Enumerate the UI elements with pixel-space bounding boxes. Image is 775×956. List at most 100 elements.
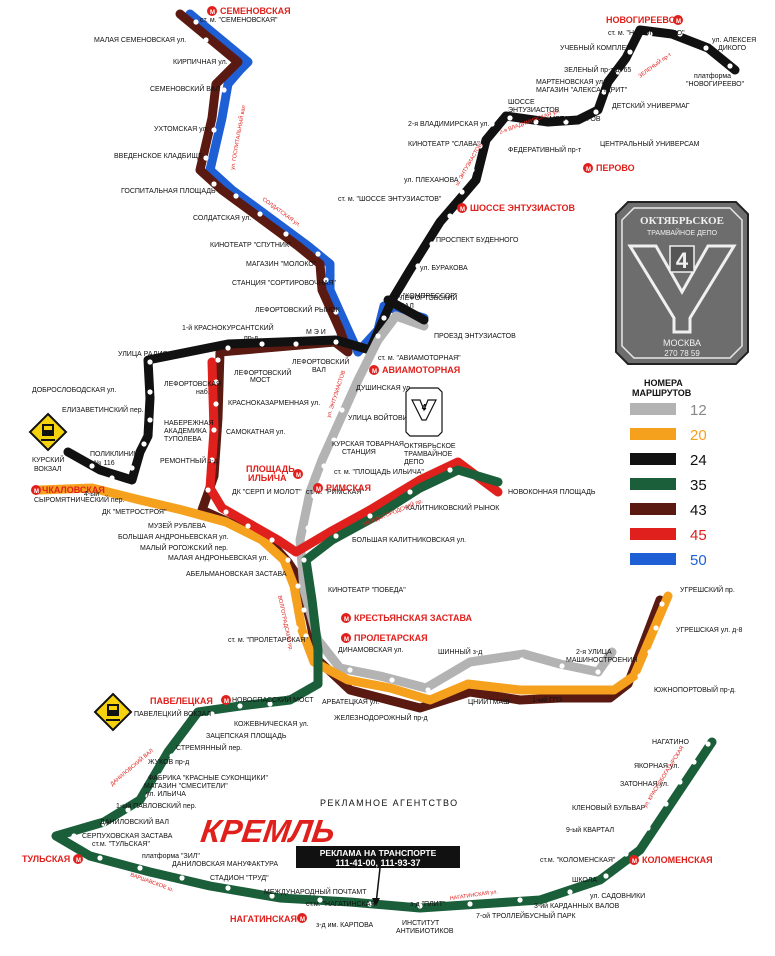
stop-dot — [213, 379, 219, 385]
advert-banner — [296, 846, 460, 868]
stop-dot — [659, 601, 665, 607]
legend-label-24: 24 — [690, 452, 707, 469]
svg-text:ШОССЕ ЭНТУЗИАСТОВ: ШОССЕ ЭНТУЗИАСТОВ — [470, 203, 575, 213]
stop-dot — [389, 677, 395, 683]
stop-dot — [225, 885, 231, 891]
stop-dot — [321, 463, 327, 469]
stop-dot — [285, 557, 291, 563]
stop-dot — [507, 115, 513, 121]
stop-dot — [259, 341, 265, 347]
metro-station-shosse-entuziastov: M ШОССЕ ЭНТУЗИАСТОВ — [457, 203, 575, 213]
stop-label: ДУШИНСКАЯ ул. — [356, 385, 412, 392]
stop-label: СЕРПУХОВСКАЯ ЗАСТАВА — [82, 833, 173, 840]
stop-dot — [213, 401, 219, 407]
stop-dot — [293, 341, 299, 347]
stop-dot — [333, 533, 339, 539]
stop-dot — [169, 753, 175, 759]
svg-text:M: M — [372, 369, 377, 375]
stop-label: ЛЕФОРТОВСКИЙ — [400, 293, 457, 302]
stop-dot — [211, 181, 217, 187]
stop-label: ул. ПЛЕХАНОВА — [404, 177, 459, 184]
stop-label: ДИКОГО — [718, 45, 747, 52]
stop-dot — [311, 493, 317, 499]
stop-dot — [417, 903, 423, 909]
stop-dot — [467, 669, 473, 675]
stop-label: ДАНИЛОВСКАЯ МАНУФАКТУРА — [172, 861, 278, 868]
stop-dot — [647, 649, 653, 655]
stop-label: МАЛАЯ АНДРОНЬЕВСКАЯ ул. — [168, 555, 268, 562]
legend-label-12: 12 — [690, 402, 707, 419]
stop-dot — [299, 703, 305, 709]
stop-label: ДК "КОМПРЕССОР" — [392, 293, 458, 300]
stop-label: АБЕЛЬМАНОВСКАЯ ЗАСТАВА — [186, 571, 287, 578]
stop-dot — [333, 309, 339, 315]
route-24-line — [63, 25, 740, 485]
stop-label: УГРЕШСКАЯ ул. д-8 — [676, 627, 743, 634]
stop-dot — [203, 37, 209, 43]
stop-dot — [233, 193, 239, 199]
stop-label: ст. м. "АВИАМОТОРНАЯ" — [378, 355, 461, 362]
stop-label: ЭНТУЗИАСТОВ — [508, 107, 560, 114]
stop-label: КУРСКИЙ — [32, 455, 64, 464]
stop-label: НАГАТИНО — [652, 739, 690, 746]
stop-dot — [637, 673, 643, 679]
stop-label: РЕМОНТНЫЙ з-д — [160, 456, 218, 465]
depot-badge-city: МОСКВА — [663, 338, 701, 348]
legend-swatch-12 — [630, 403, 676, 415]
stop-dot — [595, 669, 601, 675]
stop-label: 9-ый КВАРТАЛ — [566, 826, 615, 834]
stop-label: УГРЕШСКИЙ пр. — [680, 585, 735, 594]
stop-label: КИНОТЕАТР "ПОБЕДА" — [328, 587, 406, 594]
stop-label: ТУПОЛЕВА — [164, 436, 202, 443]
depot-badge-title: ОКТЯБРЬСКОЕ — [640, 215, 724, 227]
svg-text:ЧКАЛОВСКАЯ: ЧКАЛОВСКАЯ — [42, 485, 105, 495]
stop-dot — [89, 463, 95, 469]
metro-icon — [341, 613, 351, 623]
stop-dot — [267, 701, 273, 707]
stop-dot — [281, 601, 287, 607]
stop-label: ВВЕДЕНСКОЕ КЛАДБИЩЕ — [114, 153, 203, 160]
stop-label: КИРПИЧНАЯ ул. — [173, 59, 228, 66]
svg-text:M: M — [344, 637, 349, 643]
stop-dot — [653, 625, 659, 631]
stop-label: 1-й КРАСНОКУРСАНТСКИЙ — [182, 323, 274, 332]
stop-label: БОЛЬШАЯ АНДРОНЬЕВСКАЯ ул. — [118, 534, 229, 541]
stop-label: ул. АЛЕКСЕЯ — [712, 37, 756, 44]
stop-label: ЮЖНОПОРТОВЫЙ пр-д. — [654, 685, 736, 694]
stop-label: СЕМЕНОВСКИЙ ВАЛ — [150, 84, 221, 93]
stop-dot — [209, 711, 215, 717]
railway-station-icon — [93, 692, 133, 732]
stop-label: МАГАЗИН "АЛЕКСАНДРИТ" — [536, 87, 628, 94]
stop-dot — [601, 89, 607, 95]
metro-station-perovo: M ПЕРОВО — [583, 163, 635, 173]
stop-label: МУЗЕЙ РУБЛЕВА — [148, 521, 206, 530]
advert-phones: 111-41-00, 111-93-37 — [335, 858, 420, 868]
stop-label: ДК "МЕТРОСТРОЯ" — [102, 509, 167, 516]
stop-dot — [677, 31, 683, 37]
stop-dot — [645, 825, 651, 831]
stop-label: НАБЕРЕЖНАЯ — [164, 420, 214, 427]
metro-icon — [73, 854, 83, 864]
stop-dot — [567, 889, 573, 895]
svg-text:ПЛОЩАДЬ: ПЛОЩАДЬ — [246, 464, 295, 474]
stop-label: ДЕТСКИЙ УНИВЕРМАГ — [612, 101, 690, 110]
svg-text:НАГАТИНСКАЯ: НАГАТИНСКАЯ — [230, 914, 297, 924]
stop-label: ЦНИИТМАШ — [468, 699, 510, 706]
stop-label: ст.м. "НАГАТИНСКАЯ" — [306, 901, 378, 908]
stop-label: ЖУКОВ пр-д — [148, 759, 189, 766]
legend-label-43: 43 — [690, 502, 707, 519]
stop-label: УЧЕБНЫЙ КОМПЛЕКС — [560, 43, 635, 52]
stop-dot — [559, 663, 565, 669]
route-45-line — [205, 357, 503, 557]
stop-dot — [481, 465, 487, 471]
street-label: ул. ГОСПИТАЛЬНЫЙ вал — [228, 105, 247, 171]
metro-station-ploshchad-ilyicha: ПЛОЩАДЬ ИЛЬИЧА M — [246, 464, 303, 483]
stop-label: ст.м. "КОЛОМЕНСКАЯ" — [540, 857, 616, 864]
stop-label: з-д "ПЛИТ" — [410, 901, 446, 908]
stop-dot — [301, 607, 307, 613]
stop-label: ВАЛ — [312, 367, 326, 374]
stop-dot — [203, 155, 209, 161]
stop-dot — [477, 143, 483, 149]
